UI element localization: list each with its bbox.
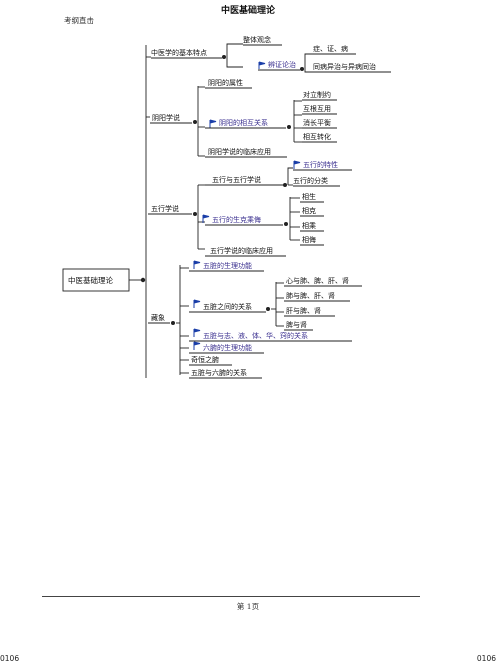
corner-code-left: 0106 (0, 654, 20, 663)
node-liver-relations: 肝与脾、肾 (286, 306, 321, 315)
node-syndrome-differentiation: 辨证论治 (268, 60, 296, 69)
header-note: 考纲直击 (64, 16, 94, 25)
node-zang-relations: 五脏之间的关系 (203, 302, 252, 311)
node-opposition: 对立制约 (303, 90, 331, 99)
node-yin-yang-attributes: 阴阳的属性 (208, 78, 243, 87)
node-five-elements-theory: 五行与五行学说 (212, 175, 261, 184)
flag-icon (293, 160, 301, 169)
page-number: 第 1页 (236, 602, 260, 611)
node-waxing-waning: 消长平衡 (303, 118, 331, 127)
flag-icon (258, 61, 266, 69)
node-zang-functions: 五脏的生理功能 (203, 261, 252, 270)
flag-icon (193, 341, 201, 350)
branch-yin-yang: 阴阳学说 (152, 113, 180, 122)
node-element-properties: 五行的特性 (303, 160, 338, 169)
flag-icon (193, 328, 201, 337)
node-five-elements-clinical: 五行学说的临床应用 (210, 246, 273, 255)
node-restricting: 相克 (302, 206, 316, 215)
mind-map: 中医基础理论 中医学的基本特点 整体观念 辨证论治 症、证、病 同病异治与异病同… (62, 35, 391, 379)
root-node-label: 中医基础理论 (68, 275, 113, 285)
node-yin-yang-relations: 阴阳的相互关系 (219, 118, 268, 127)
footer-divider (42, 596, 420, 597)
node-holism: 整体观念 (243, 35, 271, 44)
node-spleen-kidney: 脾与肾 (286, 320, 307, 329)
branch-basic-features: 中医学的基本特点 (151, 48, 207, 57)
node-lung-relations: 肺与脾、肝、肾 (286, 291, 335, 300)
node-generation-restriction: 五行的生克乘侮 (212, 215, 261, 224)
root-junction (140, 277, 146, 283)
node-heart-relations: 心与肺、脾、肝、肾 (286, 276, 349, 285)
node-interdependence: 互根互用 (303, 104, 331, 113)
branch-visceral-manifestation: 藏象 (151, 313, 165, 322)
node-yin-yang-clinical: 阴阳学说的临床应用 (208, 147, 271, 156)
node-zang-emotion-fluid: 五脏与志、液、体、华、窍的关系 (203, 331, 308, 340)
flag-icon (202, 214, 210, 223)
node-counteracting: 相侮 (302, 235, 316, 244)
branch-five-elements: 五行学说 (151, 204, 179, 213)
node-generating: 相生 (302, 192, 316, 201)
node-transformation: 相互转化 (303, 132, 331, 141)
flag-icon (193, 299, 201, 308)
flag-icon (193, 260, 201, 269)
node-same-disease-different-treatment: 同病异治与异病同治 (313, 62, 376, 71)
node-fu-functions: 六腑的生理功能 (203, 343, 252, 352)
node-symptom-syndrome-disease: 症、证、病 (313, 44, 348, 53)
flag-icon (209, 119, 217, 128)
corner-code-right: 0106 (476, 654, 496, 663)
document-title: 中医基础理论 (220, 6, 275, 16)
node-element-classification: 五行的分类 (293, 176, 328, 185)
node-zang-fu-relations: 五脏与六腑的关系 (191, 368, 247, 377)
node-extraordinary-fu: 奇恒之腑 (191, 355, 219, 364)
node-overacting: 相乘 (302, 221, 316, 230)
